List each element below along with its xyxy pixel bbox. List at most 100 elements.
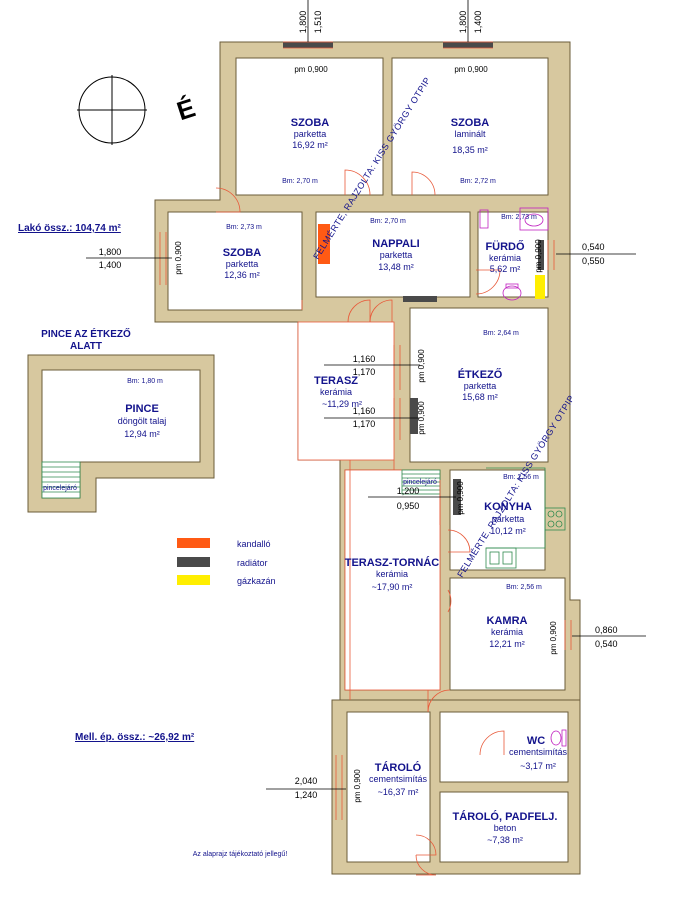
svg-text:~17,90 m²: ~17,90 m² <box>372 582 413 592</box>
legend-label-radiator: radiátor <box>237 558 268 568</box>
svg-text:Bm: 2,73 m: Bm: 2,73 m <box>501 214 537 221</box>
svg-text:PINCE: PINCE <box>125 403 159 415</box>
svg-text:Bm: 2,70 m: Bm: 2,70 m <box>282 178 318 185</box>
svg-text:pm 0,900: pm 0,900 <box>417 401 426 435</box>
room-tarolo-padfelj: TÁROLÓ, PADFELJ. beton ~7,38 m² <box>453 810 558 845</box>
svg-text:5,62 m²: 5,62 m² <box>490 264 521 274</box>
svg-text:TÁROLÓ, PADFELJ.: TÁROLÓ, PADFELJ. <box>453 810 558 823</box>
legend-swatch-radiator <box>177 557 210 567</box>
svg-text:pm 0,900: pm 0,900 <box>549 621 558 655</box>
radiator <box>443 42 493 48</box>
terasz-tornac-area <box>344 469 441 691</box>
svg-text:12,21 m²: 12,21 m² <box>489 639 525 649</box>
svg-text:~16,37 m²: ~16,37 m² <box>378 787 419 797</box>
room-tarolo: TÁROLÓ cementsimítás ~16,37 m² <box>369 761 428 797</box>
annex-walls <box>331 699 581 875</box>
svg-text:pm 0,900: pm 0,900 <box>417 349 426 383</box>
svg-text:SZOBA: SZOBA <box>291 117 330 129</box>
svg-text:WC: WC <box>527 735 545 747</box>
mell-osszesen: Mell. ép. össz.: ~26,92 m² <box>75 732 195 743</box>
watermark: FELMÉRTE, RAJZOLTA: KISS GYÖRGY OTPIP <box>311 75 432 261</box>
svg-text:SZOBA: SZOBA <box>223 247 262 259</box>
svg-text:15,68 m²: 15,68 m² <box>462 392 498 402</box>
svg-text:Bm: 2,73 m: Bm: 2,73 m <box>226 224 262 231</box>
north-label: É <box>173 92 199 126</box>
svg-text:2,040: 2,040 <box>295 776 318 786</box>
gazkazan <box>535 275 545 299</box>
svg-text:0,540: 0,540 <box>595 639 618 649</box>
svg-text:0,950: 0,950 <box>397 501 420 511</box>
svg-text:parketta: parketta <box>294 129 327 139</box>
svg-text:pm 0,900: pm 0,900 <box>534 239 543 273</box>
svg-text:1,400: 1,400 <box>473 11 483 34</box>
room-szoba2: SZOBA laminált 18,35 m² Bm: 2,72 m <box>451 117 496 185</box>
doors <box>215 169 505 876</box>
terasz-area <box>297 321 395 461</box>
footer-note: Az alaprajz tájékoztató jellegű! <box>193 851 288 858</box>
radiator <box>283 42 333 48</box>
room-etkezo: Bm: 2,64 m ÉTKEZŐ parketta 15,68 m² <box>458 330 519 402</box>
pince-title-2: ALATT <box>70 341 102 352</box>
svg-text:KONYHA: KONYHA <box>484 501 532 513</box>
svg-text:1,170: 1,170 <box>353 419 376 429</box>
room-terasz: TERASZ kerámia ~11,29 m² <box>314 375 362 409</box>
svg-text:1,240: 1,240 <box>295 790 318 800</box>
svg-text:pm 0,900: pm 0,900 <box>294 65 328 74</box>
svg-text:pm 0,900: pm 0,900 <box>456 481 465 515</box>
svg-text:13,48 m²: 13,48 m² <box>378 262 414 272</box>
room-szoba3: Bm: 2,73 m SZOBA parketta 12,36 m² <box>223 224 262 280</box>
legend-swatch-kandallo <box>177 538 210 548</box>
window-dimensions: 1,800 1,510 1,800 1,400 1,800 1,400 0,54… <box>99 11 618 800</box>
room-szoba1: SZOBA parketta 16,92 m² Bm: 2,70 m <box>282 117 329 185</box>
svg-text:Bm: 1,80 m: Bm: 1,80 m <box>127 378 163 385</box>
radiator <box>538 240 544 270</box>
radiator <box>410 398 418 434</box>
pm-labels: pm 0,900 pm 0,900 pm 0,900 pm 0,900 pm 0… <box>174 65 558 803</box>
svg-text:kerámia: kerámia <box>376 569 408 579</box>
room-nappali: Bm: 2,70 m NAPPALI parketta 13,48 m² <box>370 218 420 272</box>
svg-text:kerámia: kerámia <box>320 387 352 397</box>
svg-text:1,400: 1,400 <box>99 260 122 270</box>
svg-text:kerámia: kerámia <box>489 253 521 263</box>
svg-text:ÉTKEZŐ: ÉTKEZŐ <box>458 368 503 381</box>
svg-text:parketta: parketta <box>492 514 525 524</box>
svg-text:~11,29 m²: ~11,29 m² <box>322 399 362 409</box>
svg-text:NAPPALI: NAPPALI <box>372 238 419 250</box>
svg-text:parketta: parketta <box>464 381 497 391</box>
svg-text:TÁROLÓ: TÁROLÓ <box>375 761 422 774</box>
windows <box>159 41 572 820</box>
svg-text:16,92 m²: 16,92 m² <box>292 140 328 150</box>
svg-text:1,800: 1,800 <box>458 11 468 34</box>
radiator <box>403 296 437 302</box>
svg-text:FÜRDŐ: FÜRDŐ <box>485 240 525 253</box>
svg-text:döngölt talaj: döngölt talaj <box>118 416 167 426</box>
bathroom-fixtures <box>479 207 567 747</box>
svg-text:~3,17 m²: ~3,17 m² <box>520 761 556 771</box>
svg-text:1,800: 1,800 <box>99 247 122 257</box>
stairs-cellar <box>41 461 81 499</box>
stairs-konyha <box>401 469 441 495</box>
dimension-lines <box>86 0 646 790</box>
svg-text:1,170: 1,170 <box>353 367 376 377</box>
svg-text:KAMRA: KAMRA <box>487 615 528 627</box>
svg-text:1,510: 1,510 <box>313 11 323 34</box>
svg-text:parketta: parketta <box>380 250 413 260</box>
svg-text:0,540: 0,540 <box>582 242 605 252</box>
svg-text:18,35 m²: 18,35 m² <box>452 145 488 155</box>
svg-text:TERASZ-TORNÁC: TERASZ-TORNÁC <box>345 556 440 569</box>
pince-title: PINCE AZ ÉTKEZŐ <box>41 327 131 340</box>
svg-text:cementsimítás: cementsimítás <box>369 774 428 784</box>
svg-text:1,160: 1,160 <box>353 406 376 416</box>
lako-osszesen: Lakó össz.: 104,74 m² <box>18 223 121 234</box>
room-pince: Bm: 1,80 m PINCE döngölt talaj 12,94 m² <box>118 378 167 439</box>
svg-text:TERASZ: TERASZ <box>314 375 358 387</box>
svg-text:Bm: 2,72 m: Bm: 2,72 m <box>460 178 496 185</box>
room-kamra: Bm: 2,56 m KAMRA kerámia 12,21 m² <box>487 584 543 649</box>
svg-text:1,160: 1,160 <box>353 354 376 364</box>
svg-text:SZOBA: SZOBA <box>451 117 490 129</box>
svg-text:0,860: 0,860 <box>595 625 618 635</box>
legend-label-gazkazan: gázkazán <box>237 576 276 586</box>
svg-text:pm 0,900: pm 0,900 <box>174 241 183 275</box>
room-wc: WC cementsimítás ~3,17 m² <box>509 735 568 771</box>
svg-text:Bm: 2,64 m: Bm: 2,64 m <box>483 330 519 337</box>
